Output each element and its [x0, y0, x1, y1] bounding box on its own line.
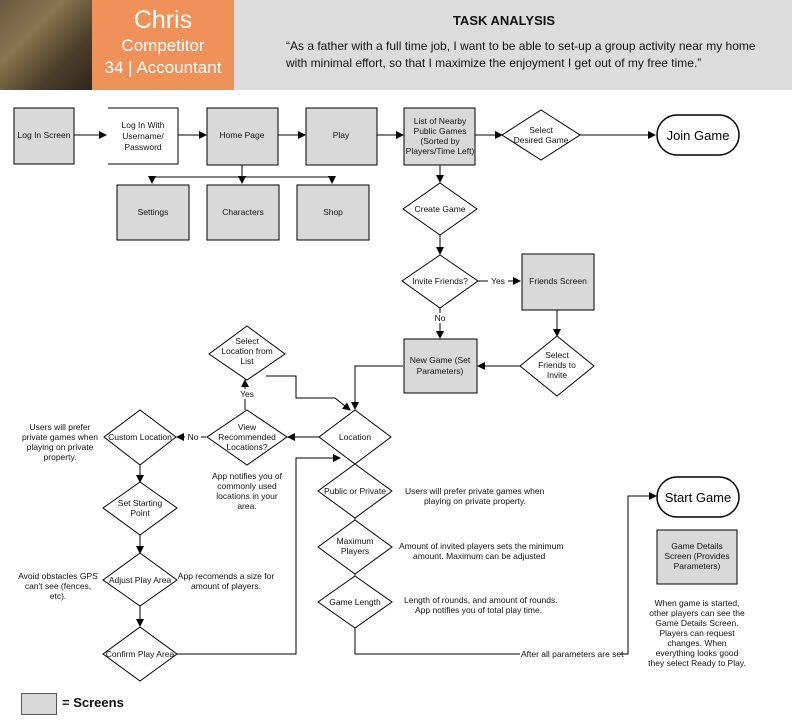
node-login-screen: Log In Screen — [18, 130, 71, 140]
node-start-game: Start Game — [665, 490, 731, 505]
note-when-started-5: changes. When — [667, 638, 726, 648]
node-play: Play — [333, 130, 350, 140]
node-select-friends-1: Select — [545, 350, 569, 360]
node-list-games-3: (Sorted by — [420, 136, 460, 146]
node-new-game-2: Parameters) — [417, 366, 464, 376]
persona-name: Chris — [133, 6, 193, 34]
node-select-game-1: Select — [529, 125, 553, 135]
note-when-started-6: everything looks good — [656, 648, 739, 658]
note-rounds-1: Length of rounds, and amount of rounds. — [404, 595, 558, 605]
label-no-invite: No — [435, 313, 446, 323]
note-obstacles-3: etc). — [50, 591, 67, 601]
node-login-with-2: Username/ — [122, 131, 164, 141]
note-when-started-3: Game Details Screen. — [655, 618, 738, 628]
note-rounds-2: App notifies you of total play time. — [415, 605, 542, 615]
node-adjust-play: Adjust Play Area — [109, 575, 172, 585]
note-after-params: After all parameters are set — [521, 649, 624, 659]
node-login-with-3: Password — [124, 142, 162, 152]
note-when-started-1: When game is started, — [654, 598, 739, 608]
note-obstacles-2: can't see (fences, — [25, 581, 91, 591]
note-private-left-3: playing on private — [27, 442, 94, 452]
node-view-rec-2: Recommended — [218, 432, 276, 442]
note-when-started-4: Players can request — [659, 628, 735, 638]
node-view-rec-1: View — [238, 422, 257, 432]
node-confirm-play: Confirm Play Area — [106, 649, 175, 659]
label-no-view: No — [188, 432, 199, 442]
annotations: Users will prefer private games when pla… — [18, 422, 746, 668]
note-app-notifies-1: App notifies you of — [212, 471, 283, 481]
legend-label: = Screens — [62, 695, 124, 710]
node-select-friends-3: Invite — [547, 370, 568, 380]
decision-nodes — [102, 109, 595, 682]
node-set-starting-1: Set Starting — [118, 498, 163, 508]
note-obstacles-1: Avoid obstacles GPS — [18, 571, 98, 581]
note-private-mid-2: playing on private property. — [424, 496, 526, 506]
note-app-notifies-2: commonly used — [217, 481, 277, 491]
note-when-started-2: other players can see the — [649, 608, 745, 618]
node-location: Location — [339, 432, 371, 442]
task-quote: “As a father with a full time job, I wan… — [286, 39, 756, 70]
legend-swatch — [21, 693, 57, 715]
node-home-page: Home Page — [220, 130, 265, 140]
note-private-left-1: Users will prefer — [30, 422, 91, 432]
label-yes-invite: Yes — [491, 276, 505, 286]
node-list-games-4: Players/Time Left) — [406, 146, 475, 156]
node-new-game-1: New Game (Set — [410, 355, 471, 365]
node-list-games-2: Public Games — [414, 126, 467, 136]
node-custom-location: Custom Location — [108, 432, 172, 442]
note-invited-2: amount. Maximum can be adjusted — [413, 551, 546, 561]
note-invited-1: Amount of invited players sets the minim… — [399, 541, 563, 551]
node-join-game: Join Game — [667, 128, 730, 143]
note-private-mid-1: Users will prefer private games when — [405, 486, 545, 496]
decision-labels: Select Desired Game Create Game Invite F… — [106, 125, 576, 659]
node-details-1: Game Details — [671, 541, 723, 551]
node-create-game: Create Game — [414, 204, 465, 214]
node-select-location-3: List — [240, 356, 254, 366]
persona-card: Chris Competitor 34 | Accountant — [92, 0, 234, 90]
terminal-nodes: Join Game Start Game — [656, 114, 740, 518]
node-select-game-2: Desired Game — [514, 135, 569, 145]
node-public-private: Public or Private — [324, 486, 386, 496]
node-friends-screen: Friends Screen — [529, 276, 587, 286]
label-yes-view: Yes — [240, 389, 254, 399]
node-select-friends-2: Friends to — [538, 360, 576, 370]
note-app-notifies-3: locations in your — [216, 491, 278, 501]
node-login-with-1: Log In With — [122, 120, 165, 130]
note-private-left-4: property. — [44, 452, 77, 462]
persona-photo — [0, 0, 92, 90]
node-invite-friends: Invite Friends? — [412, 276, 468, 286]
edge-labels: Yes No Yes No — [185, 276, 508, 442]
persona-role: Competitor — [121, 36, 205, 55]
node-select-location-1: Select — [235, 336, 259, 346]
node-max-players-2: Players — [341, 546, 369, 556]
node-max-players-1: Maximum — [337, 536, 374, 546]
node-shop: Shop — [323, 207, 343, 217]
node-details-2: Screen (Provides — [664, 551, 729, 561]
node-view-rec-3: Locations? — [226, 442, 267, 452]
node-game-length: Game Length — [329, 597, 381, 607]
note-recommends-2: amount of players. — [191, 581, 261, 591]
persona-meta: 34 | Accountant — [104, 58, 222, 77]
node-set-starting-2: Point — [130, 508, 150, 518]
note-private-left-2: private games when — [22, 432, 98, 442]
node-characters: Characters — [222, 207, 264, 217]
note-recommends-1: App recomends a size for — [178, 571, 275, 581]
screen-nodes: Log In Screen Log In With Username/ Pass… — [13, 107, 738, 585]
node-select-location-2: Location from — [221, 346, 273, 356]
note-when-started-7: they select Ready to Play. — [648, 658, 746, 668]
node-details-3: Parameters) — [674, 561, 721, 571]
task-title: TASK ANALYSIS — [452, 13, 556, 28]
node-list-games-1: List of Nearby — [414, 116, 467, 126]
node-settings: Settings — [138, 207, 169, 217]
note-app-notifies-4: area. — [237, 501, 256, 511]
